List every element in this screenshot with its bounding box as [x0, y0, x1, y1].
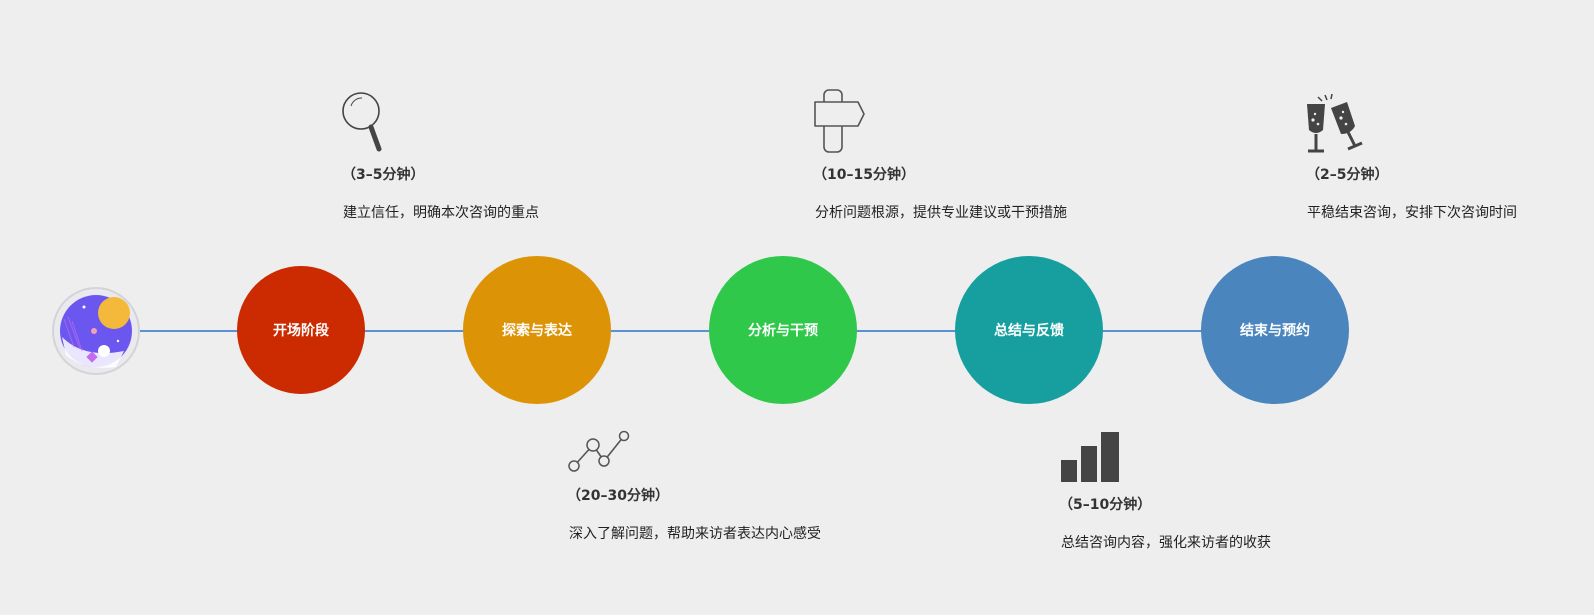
- bar-chart-icon: [1059, 430, 1123, 488]
- stage-description: 平稳结束咨询，安排下次咨询时间: [1307, 205, 1517, 221]
- signpost-icon: [812, 88, 868, 158]
- stage-circle-exploration: 探索与表达: [463, 256, 611, 404]
- champagne-toast-icon: [1303, 93, 1369, 160]
- stage-description: 建立信任，明确本次咨询的重点: [343, 205, 539, 221]
- stage-label: 开场阶段: [273, 323, 329, 339]
- stage-duration: （3–5分钟）: [342, 167, 425, 183]
- stage-duration: （10–15分钟）: [813, 167, 915, 183]
- stage-circle-closing: 结束与预约: [1201, 256, 1349, 404]
- stage-description: 分析问题根源，提供专业建议或干预措施: [815, 205, 1067, 221]
- magnifier-icon: [340, 92, 386, 158]
- stage-circle-summary: 总结与反馈: [955, 256, 1103, 404]
- logo: [52, 287, 140, 375]
- stage-duration: （5–10分钟）: [1059, 497, 1152, 513]
- stage-circle-analysis: 分析与干预: [709, 256, 857, 404]
- stage-duration: （2–5分钟）: [1306, 167, 1389, 183]
- timeline-line: [140, 330, 1230, 332]
- stage-description: 深入了解问题，帮助来访者表达内心感受: [569, 526, 821, 542]
- stage-label: 结束与预约: [1240, 323, 1310, 339]
- stage-label: 总结与反馈: [994, 323, 1064, 339]
- line-chart-icon: [566, 428, 632, 480]
- stage-circle-opening: 开场阶段: [237, 266, 365, 394]
- stage-label: 探索与表达: [502, 323, 572, 339]
- stage-label: 分析与干预: [748, 323, 818, 339]
- stage-description: 总结咨询内容，强化来访者的收获: [1061, 535, 1271, 551]
- stage-duration: （20–30分钟）: [567, 488, 669, 504]
